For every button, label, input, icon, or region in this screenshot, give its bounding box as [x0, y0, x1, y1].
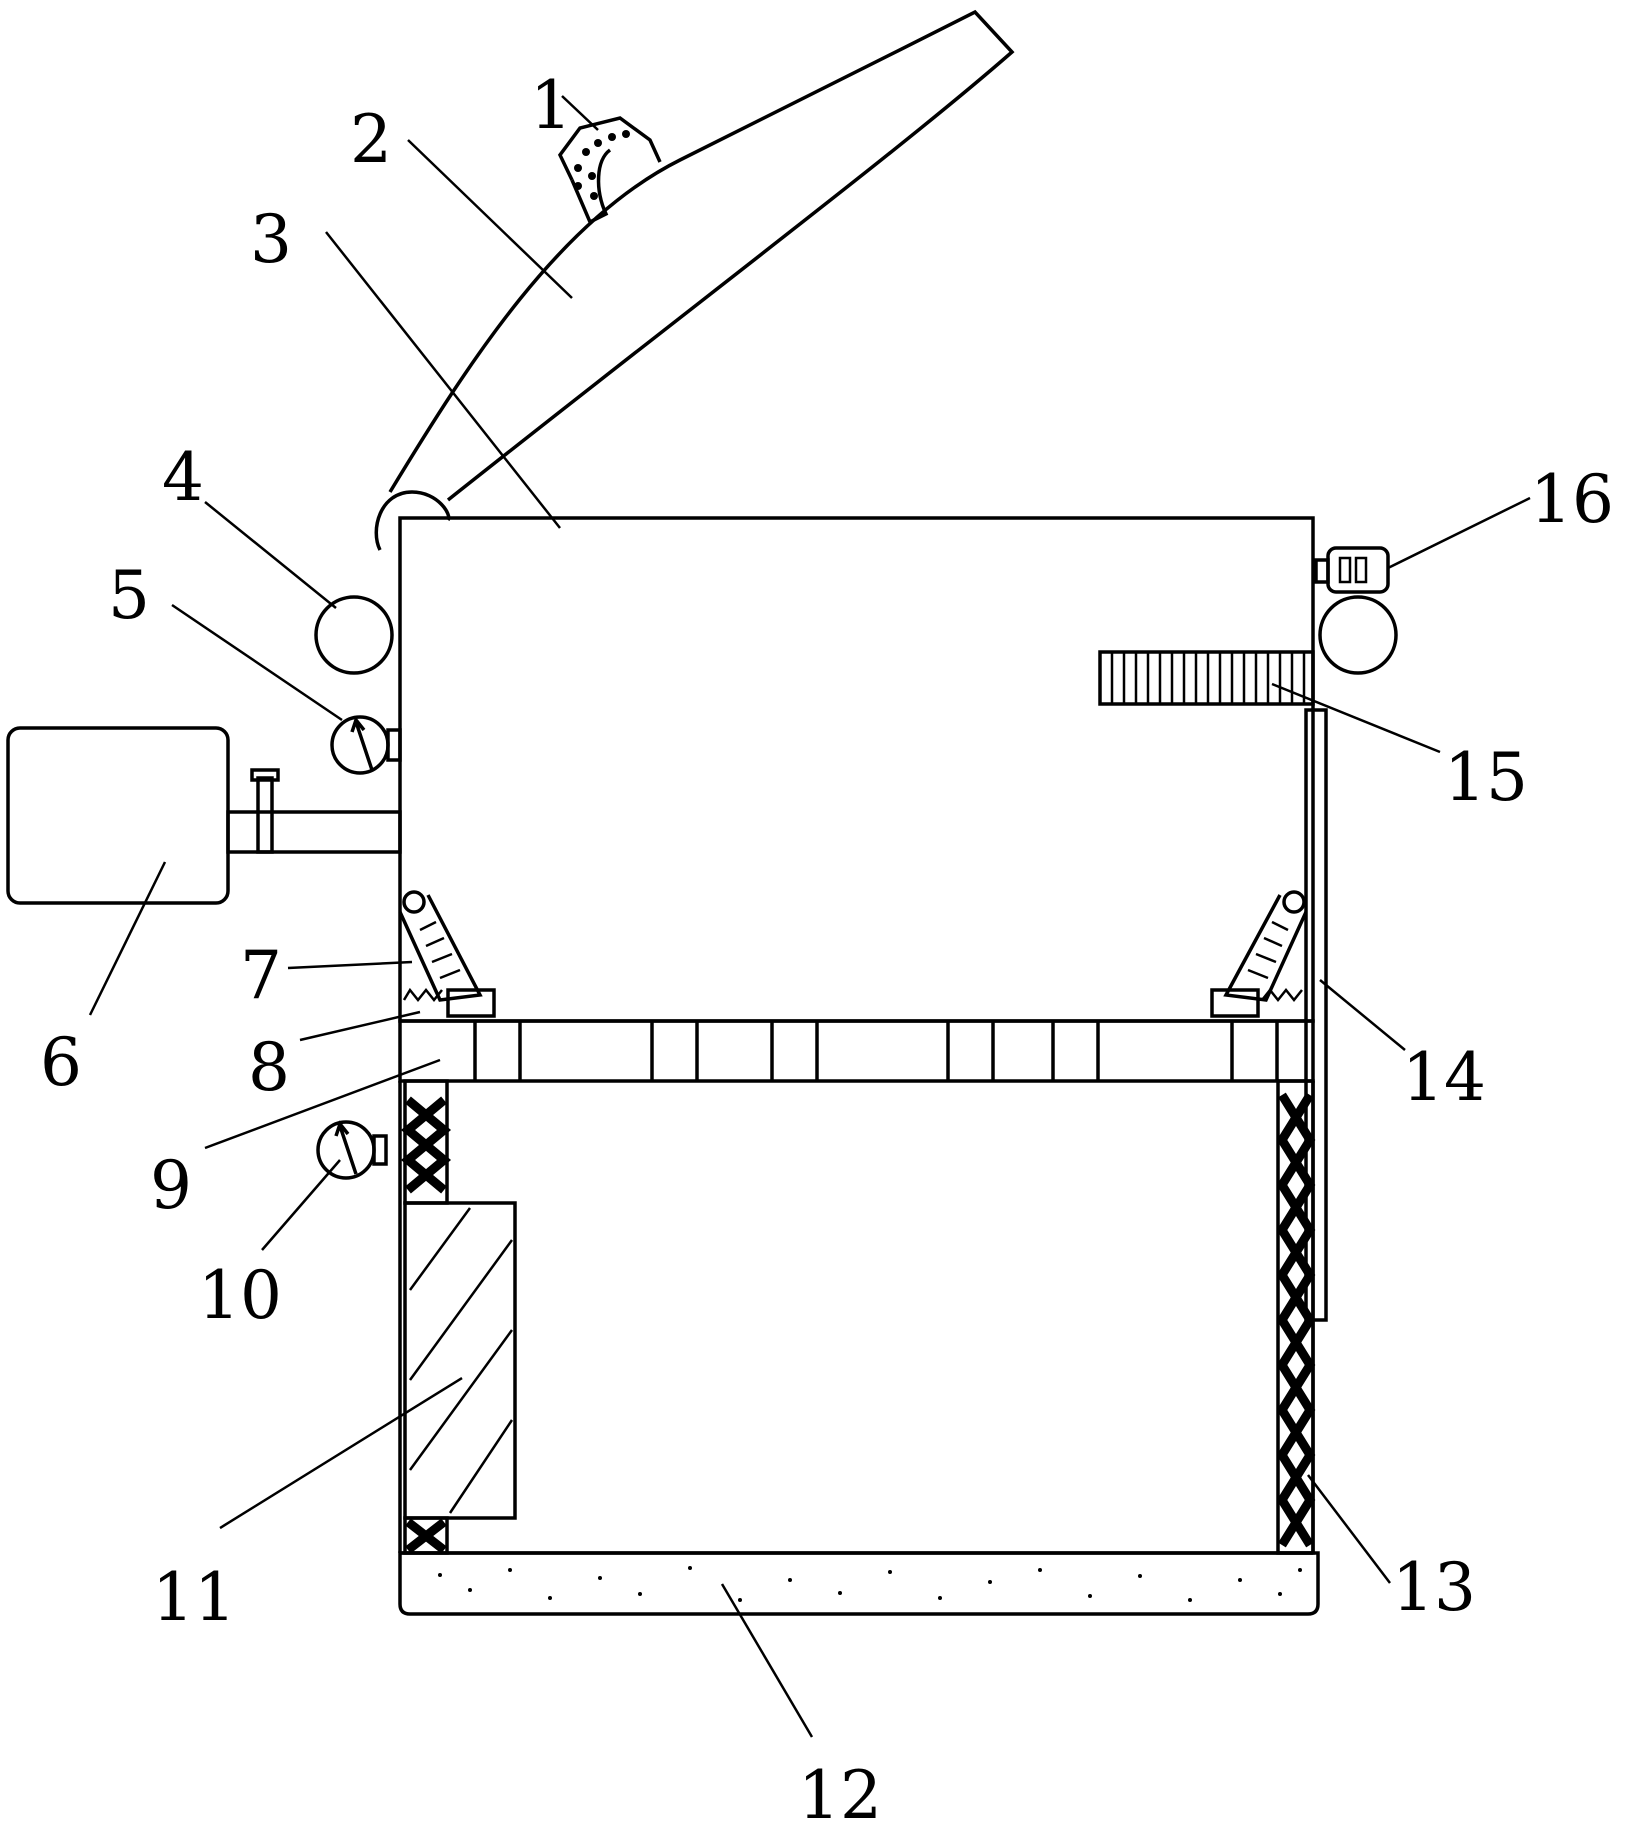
label-8: 8: [248, 1029, 290, 1106]
label-11: 11: [152, 1559, 236, 1636]
label-1: 1: [530, 67, 572, 144]
label-12: 12: [798, 1757, 882, 1824]
label-14: 14: [1402, 1039, 1486, 1116]
pressure-gauge-lower: [316, 1120, 388, 1180]
vertical-rod: [1304, 708, 1328, 1322]
left-spring: [400, 1079, 452, 1555]
hinge: [374, 490, 451, 551]
knob-left: [314, 595, 394, 675]
label-4: 4: [162, 439, 204, 516]
pressure-gauge-upper: [330, 715, 402, 775]
label-2: 2: [350, 101, 392, 178]
lid: [388, 9, 1015, 502]
label-6: 6: [40, 1024, 82, 1101]
box-lower: [398, 1081, 1315, 1555]
label-9: 9: [150, 1147, 192, 1224]
label-15: 15: [1444, 739, 1528, 816]
label-16: 16: [1530, 461, 1614, 538]
knob-right: [1318, 595, 1398, 675]
hatched-block: [403, 1201, 517, 1520]
switch: [1314, 546, 1390, 594]
handle: [557, 116, 662, 225]
label-10: 10: [198, 1257, 282, 1334]
right-lever: [1210, 890, 1308, 1018]
leader-lines: [88, 95, 1531, 1738]
perforated-plate: [398, 1019, 1315, 1083]
heater: [1098, 650, 1315, 706]
label-13: 13: [1392, 1549, 1476, 1626]
label-7: 7: [240, 937, 282, 1014]
motor: [6, 726, 402, 905]
left-lever: [398, 890, 496, 1018]
base-pad: [398, 1551, 1320, 1616]
label-3: 3: [250, 201, 292, 278]
box-upper: [398, 516, 1315, 1023]
label-5: 5: [108, 557, 150, 634]
part-labels: 1 2 3 4 5 6 7 8 9 10 11 12 13 14 15 16: [40, 67, 1614, 1829]
